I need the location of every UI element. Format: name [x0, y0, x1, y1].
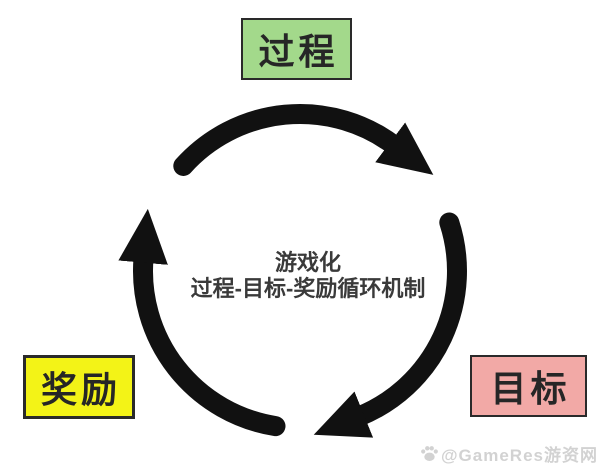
watermark: @GameRes游资网 [420, 441, 598, 466]
node-reward: 奖励 [23, 355, 135, 419]
node-goal-label: 目标 [490, 368, 571, 409]
center-caption: 游戏化 过程-目标-奖励循环机制 [160, 250, 456, 302]
node-reward-label: 奖励 [40, 369, 121, 410]
caption-title: 游戏化 [274, 250, 341, 275]
paw-icon [420, 445, 439, 462]
arrow-left-arc [118, 208, 286, 437]
node-process: 过程 [241, 18, 352, 80]
node-process-label: 过程 [258, 31, 339, 72]
node-goal: 目标 [470, 355, 587, 417]
caption-subtitle: 过程-目标-奖励循环机制 [190, 276, 426, 301]
watermark-text: @GameRes游资网 [440, 446, 598, 465]
arrow-right-arc [313, 212, 467, 438]
arrow-top-arc [173, 103, 434, 176]
